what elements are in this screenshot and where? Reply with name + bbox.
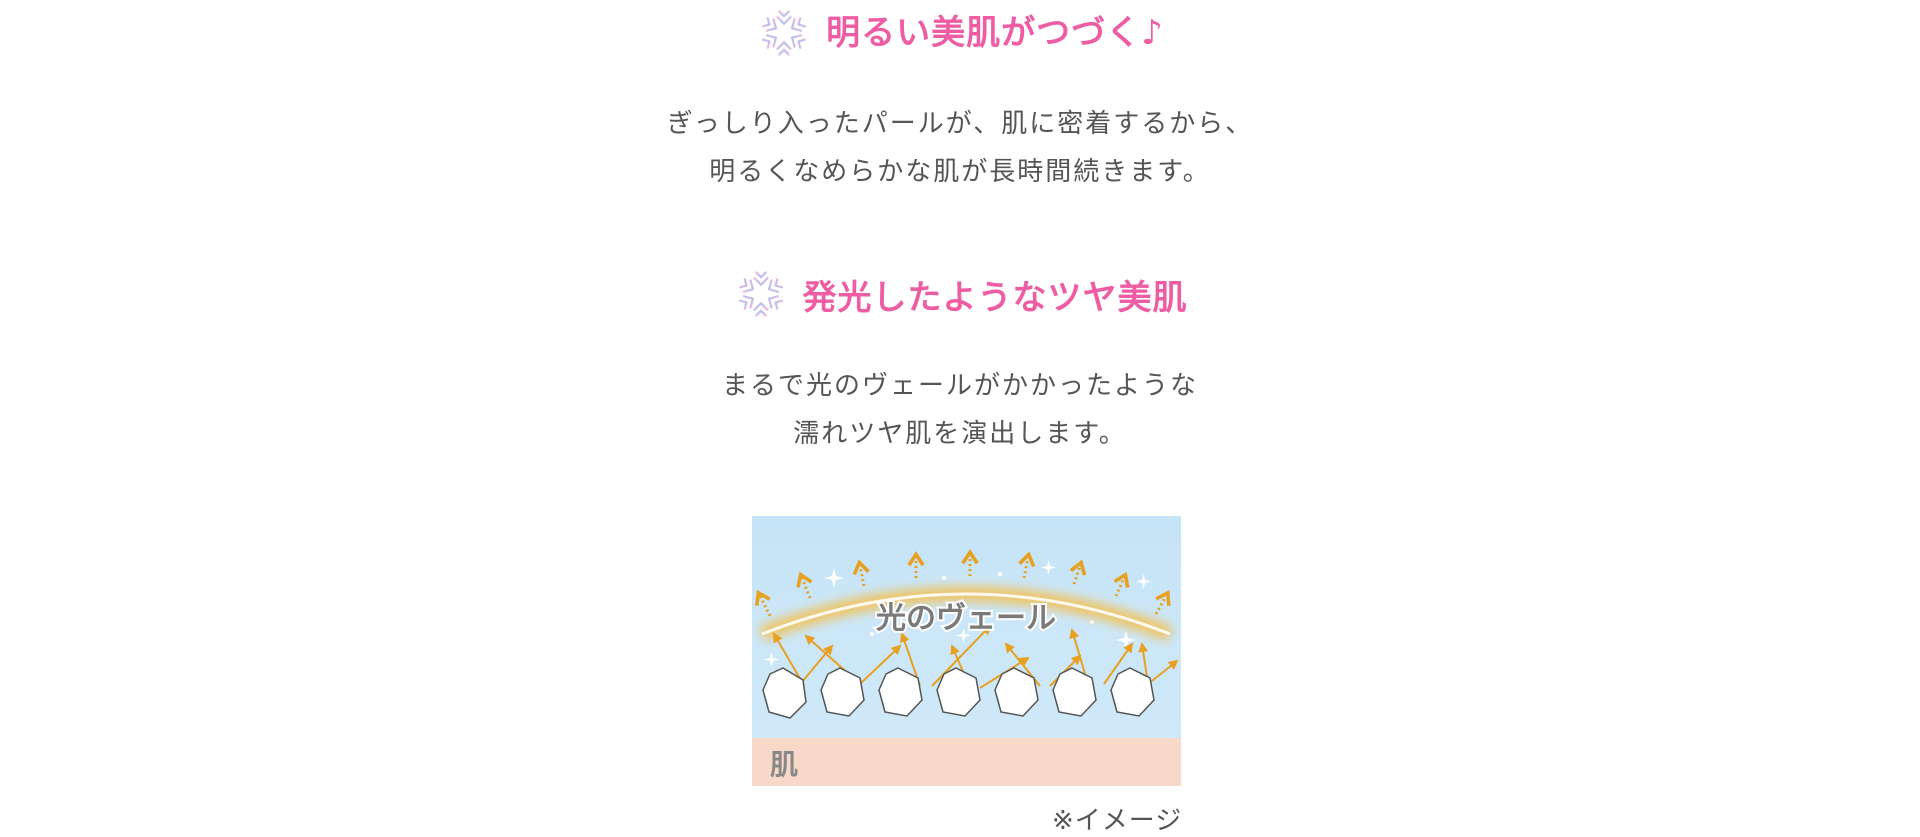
- pearl-particles: [762, 667, 1155, 719]
- section-heading: 発光したようなツヤ美肌: [733, 266, 1188, 322]
- section-heading-row: 明るい美肌がつづく♪: [0, 0, 1920, 66]
- snowflake-icon: [758, 7, 810, 59]
- veil-label: 光のヴェール: [876, 601, 1056, 636]
- section-bright-skin: 明るい美肌がつづく♪ ぎっしり入ったパールが、肌に密着するから、 明るくなめらか…: [0, 0, 1920, 196]
- snowflake-icon: [735, 268, 786, 320]
- body-line: まるで光のヴェールがかかったような: [721, 371, 1198, 401]
- skin-layer: [752, 738, 1181, 786]
- light-veil-illustration: 光のヴェール 肌: [752, 516, 1181, 786]
- body-line: 明るくなめらかな肌が長時間続きます。: [709, 157, 1211, 187]
- body-line: ぎっしり入ったパールが、肌に密着するから、: [666, 109, 1254, 139]
- section-glow-skin: 発光したようなツヤ美肌 まるで光のヴェールがかかったような 濡れツヤ肌を演出しま…: [0, 266, 1920, 458]
- sparkle-icons: [764, 560, 1151, 667]
- skin-label: 肌: [770, 748, 798, 781]
- section-heading-text: 発光したようなツヤ美肌: [802, 277, 1188, 318]
- image-note: ※イメージ: [1052, 806, 1183, 836]
- light-veil-arc: [761, 592, 1171, 636]
- section-heading-row: 発光したようなツヤ美肌: [0, 266, 1920, 332]
- section-body: ぎっしり入ったパールが、肌に密着するから、 明るくなめらかな肌が長時間続きます。: [0, 100, 1920, 196]
- section-body: まるで光のヴェールがかかったような 濡れツヤ肌を演出します。: [0, 362, 1920, 458]
- body-line: 濡れツヤ肌を演出します。: [793, 419, 1127, 449]
- section-heading-text: 明るい美肌がつづく♪: [826, 13, 1164, 53]
- reflection-arrows: [772, 624, 1179, 689]
- section-heading: 明るい美肌がつづく♪: [756, 0, 1164, 66]
- dotted-arrows: [754, 549, 1171, 617]
